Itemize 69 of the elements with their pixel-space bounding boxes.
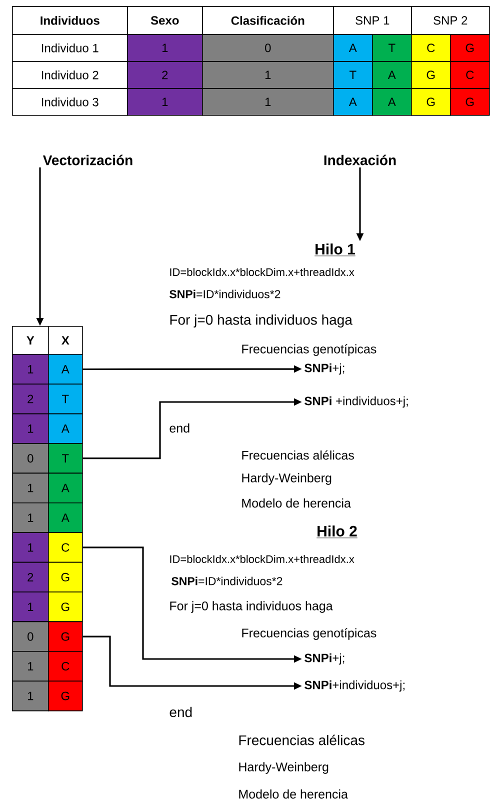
table-cell: T — [333, 61, 373, 89]
vector-cell: G — [48, 592, 83, 622]
table-cell: G — [450, 88, 490, 116]
code-line: Frecuencias alélicas — [239, 734, 364, 746]
code-line: end — [170, 423, 190, 433]
vector-cell: 1 — [12, 502, 49, 533]
table-cell: C — [411, 34, 451, 62]
vector-cell: C — [48, 532, 83, 563]
vector-cell: A — [48, 502, 83, 533]
vector-header: X — [48, 326, 83, 355]
table-cell: A — [372, 61, 412, 89]
vector-cell: 1 — [12, 354, 49, 384]
vector-cell: 1 — [12, 651, 49, 682]
vector-cell: 1 — [12, 592, 49, 622]
table-cell: 1 — [127, 88, 203, 116]
vector-cell: G — [48, 621, 83, 652]
table-cell: A — [372, 88, 412, 116]
vector-cell: A — [48, 472, 83, 504]
table-cell: 0 — [202, 34, 334, 62]
table-cell: 1 — [127, 34, 203, 62]
code-line: Modelo de herencia — [242, 498, 351, 508]
heading: Vectorización — [42, 154, 132, 166]
table-cell: G — [450, 34, 490, 62]
vector-cell: 1 — [12, 413, 49, 444]
code-line: Hardy-Weinberg — [242, 473, 332, 485]
heading: Indexación — [324, 154, 396, 166]
code-line: Frecuencias genotípicas — [242, 628, 376, 640]
table-cell: 1 — [202, 61, 334, 89]
table-cell: A — [333, 34, 373, 62]
vector-cell: 2 — [12, 384, 49, 414]
vector-cell: 1 — [12, 680, 49, 712]
code-line: Frecuencias genotípicas — [242, 344, 376, 356]
thread-heading: Hilo 1 — [314, 244, 356, 256]
thread-heading: Hilo 2 — [316, 526, 358, 538]
code-line: SNPi+j; — [304, 653, 344, 665]
table-cell: A — [333, 88, 373, 116]
vector-cell: 1 — [12, 472, 49, 504]
table-cell: 2 — [127, 61, 203, 89]
table-cell: G — [411, 61, 451, 89]
code-line: SNPi +individuos+j; — [304, 396, 408, 408]
code-line: end — [170, 706, 192, 718]
vector-cell: 1 — [12, 532, 49, 563]
table-cell: C — [450, 61, 490, 89]
code-line: For j=0 hasta individuos haga — [170, 601, 333, 613]
vector-cell: A — [48, 413, 83, 444]
code-line: Hardy-Weinberg — [239, 762, 328, 774]
vector-cell: T — [48, 443, 83, 474]
vector-cell: G — [48, 680, 83, 712]
vector-cell: 0 — [12, 443, 49, 474]
vector-cell: G — [48, 562, 83, 592]
code-line: For j=0 hasta individuos haga — [170, 314, 352, 328]
table-cell: Individuo 3 — [12, 88, 128, 116]
code-line: SNPi=ID*individuos*2 — [170, 290, 280, 298]
vector-cell: 0 — [12, 621, 49, 652]
vector-cell: T — [48, 384, 83, 414]
vector-cell: C — [48, 651, 83, 682]
table-cell: G — [411, 88, 451, 116]
table-cell: T — [372, 34, 412, 62]
code-line: SNPi+individuos+j; — [304, 680, 404, 692]
code-line: SNPi+j; — [304, 363, 344, 375]
code-line: SNPi=ID*individuos*2 — [172, 576, 282, 586]
code-line: Modelo de herencia — [239, 789, 348, 799]
code-line: Frecuencias alélicas — [242, 450, 354, 460]
table-cell: 1 — [202, 88, 334, 116]
vector-header: Y — [12, 326, 49, 355]
code-line: ID=blockIdx.x*blockDim.x+threadIdx.x — [170, 268, 354, 276]
vector-cell: A — [48, 354, 83, 384]
code-line: ID=blockIdx.x*blockDim.x+threadIdx.x — [170, 554, 354, 564]
vector-cell: 2 — [12, 562, 49, 592]
